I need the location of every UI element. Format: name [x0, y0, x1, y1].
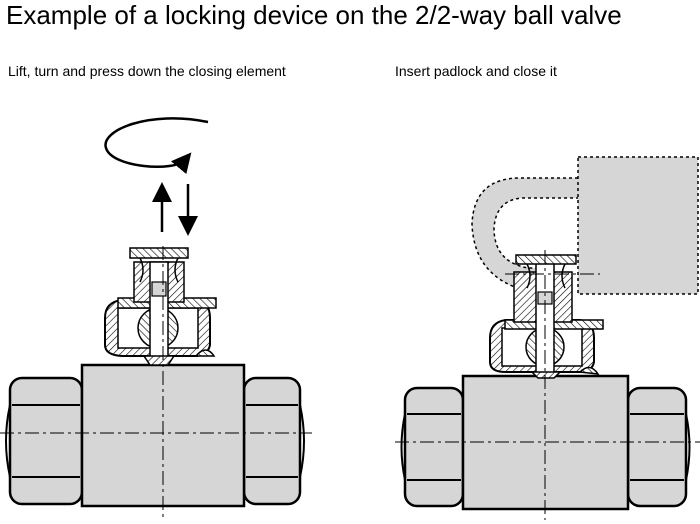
left-hex-nut [5, 376, 84, 506]
step-1-caption: Lift, turn and press down the closing el… [8, 63, 286, 79]
locking-assembly-2 [489, 254, 604, 379]
left-hex-nut-2 [400, 386, 465, 508]
rotate-arrow-icon [104, 117, 209, 175]
locking-assembly [104, 247, 217, 366]
valve-step-1 [0, 117, 312, 518]
center-lines [0, 246, 312, 518]
right-hex-nut [242, 376, 305, 506]
page-title: Example of a locking device on the 2/2-w… [6, 0, 622, 30]
valve-step-2 [395, 156, 700, 520]
step-2-caption: Insert padlock and close it [395, 63, 557, 79]
right-hex-nut-2 [626, 386, 691, 508]
padlock-body [577, 156, 699, 295]
center-lines-2 [395, 250, 700, 520]
